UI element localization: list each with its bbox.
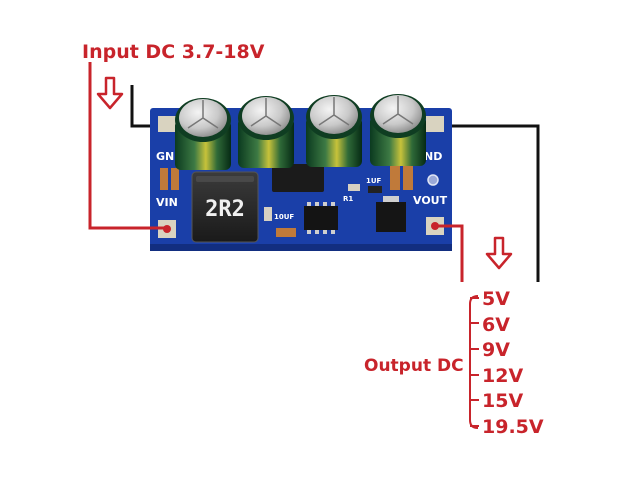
mounting-hole xyxy=(427,174,439,186)
pad-gnd-right xyxy=(426,116,444,132)
pcb-edge-shadow xyxy=(150,244,452,251)
ic-chip xyxy=(304,206,338,230)
output-positive-wire xyxy=(436,224,464,282)
voltage-option: 6V xyxy=(482,313,510,336)
output-voltage-label: Output DC xyxy=(364,356,464,376)
inductor xyxy=(191,171,259,243)
ic-pin xyxy=(323,202,327,206)
smd-cap-right-1 xyxy=(390,166,400,190)
smd-cap-left-1 xyxy=(160,168,168,190)
output-ground-wire xyxy=(434,124,540,282)
ic-pin xyxy=(315,230,319,234)
silk-vout: VOUT xyxy=(413,194,448,207)
mosfet xyxy=(376,202,406,232)
electrolytic-capacitor xyxy=(370,94,426,166)
input-voltage-label: Input DC 3.7-18V xyxy=(82,41,265,63)
mosfet-tab xyxy=(383,196,399,202)
output-bracket xyxy=(469,295,479,429)
ic-pin xyxy=(315,202,319,206)
ic-pin xyxy=(323,230,327,234)
smd-cap-bottom xyxy=(276,228,296,237)
smd-diode xyxy=(272,164,324,192)
silk-vin: VIN xyxy=(156,196,178,209)
smd-cap-left-2 xyxy=(171,168,179,190)
voltage-option: 15V xyxy=(482,390,524,413)
voltage-option: 5V xyxy=(482,288,510,310)
ic-pin xyxy=(307,202,311,206)
smd-resistor-1 xyxy=(368,186,382,193)
electrolytic-capacitor xyxy=(175,98,231,170)
voltage-option: 12V xyxy=(482,364,524,387)
ic-pin xyxy=(331,202,335,206)
inductor-shine xyxy=(196,176,254,182)
smd-resistor-2 xyxy=(348,184,360,191)
voltage-option: 19.5V xyxy=(482,415,544,438)
ic-pin xyxy=(307,230,311,234)
electrolytic-capacitor xyxy=(306,95,362,167)
smd-cap-right-2 xyxy=(403,166,413,190)
output-voltage-list: 5V 6V 9V 12V 15V 19.5V xyxy=(482,287,544,441)
ic-pin xyxy=(331,230,335,234)
inductor-marking: 2R2 xyxy=(205,197,245,222)
pad-gnd-left xyxy=(158,116,176,132)
output-arrow-icon xyxy=(485,236,513,270)
voltage-option: 9V xyxy=(482,339,510,362)
smd-part-mid xyxy=(264,207,272,221)
input-positive-wire xyxy=(88,62,168,230)
silk-cap-1uf: 1UF xyxy=(366,177,382,185)
silk-cap-10uf: 10UF xyxy=(274,213,294,221)
electrolytic-capacitor xyxy=(238,96,294,168)
input-arrow-icon xyxy=(96,76,124,110)
pad-vout-hole xyxy=(431,222,439,230)
silk-r1: R1 xyxy=(343,195,353,203)
